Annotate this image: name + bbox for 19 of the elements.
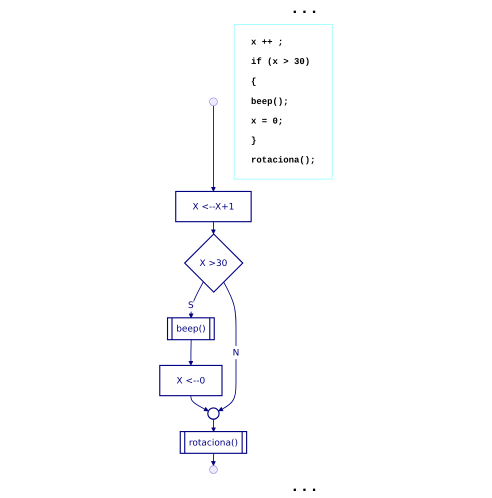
arrow bbox=[218, 282, 236, 412]
arrow bbox=[210, 453, 216, 466]
ellipsis-text: ... bbox=[290, 0, 320, 20]
edge-label: S bbox=[188, 299, 194, 310]
node-dots bbox=[209, 98, 218, 106]
node-box: X <--0 bbox=[159, 364, 223, 396]
ellipsis-text: ... bbox=[290, 478, 320, 498]
node-diamond: X >30 bbox=[184, 233, 244, 293]
node-dots bbox=[209, 465, 218, 474]
node-box: X <--X+1 bbox=[175, 190, 252, 222]
arrow bbox=[211, 418, 216, 432]
node-circle bbox=[207, 407, 220, 420]
arrow bbox=[210, 221, 216, 234]
edge-label: N bbox=[232, 346, 240, 358]
arrow bbox=[190, 395, 209, 412]
arrow bbox=[188, 282, 204, 318]
arrow bbox=[210, 105, 216, 192]
arrow bbox=[188, 340, 194, 366]
node-box: x ++ ; if (x > 30) { beep(); x = 0; } rotaciona(); bbox=[234, 24, 333, 180]
